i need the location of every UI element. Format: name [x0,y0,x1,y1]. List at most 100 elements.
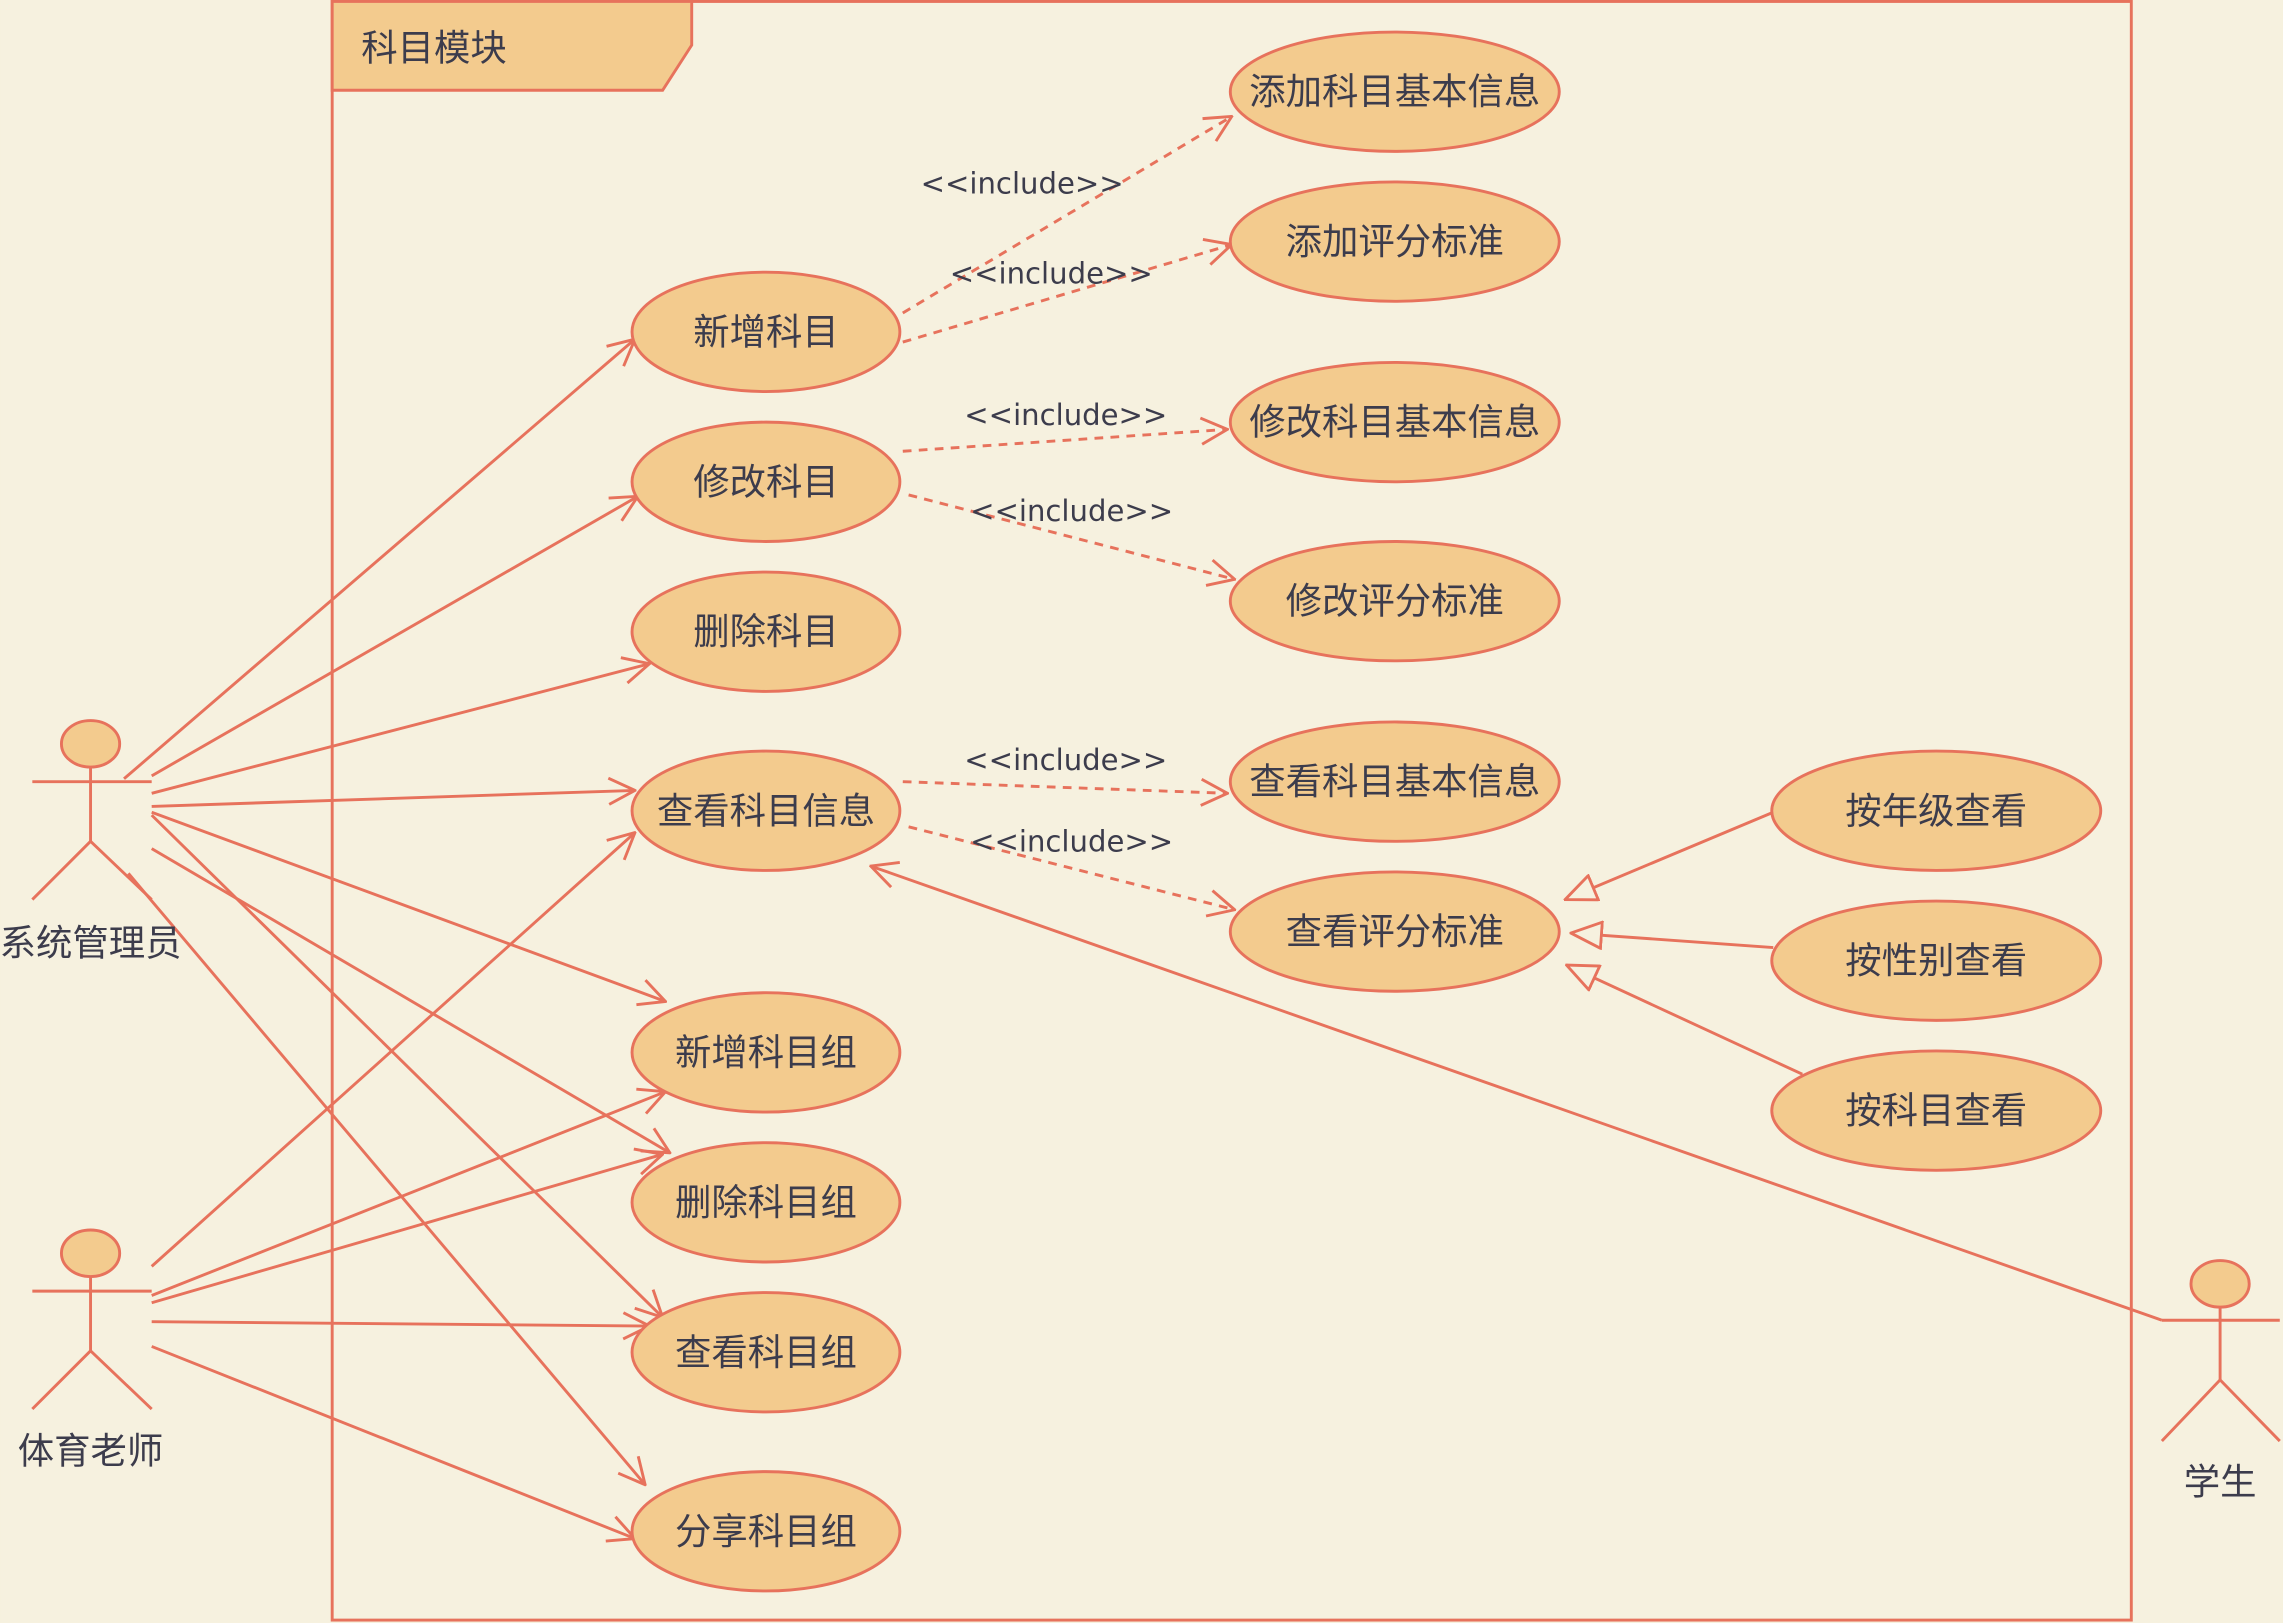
actor-name: 系统管理员 [0,922,181,965]
include-label: <<include>> [964,743,1167,777]
use-case-ellipse [630,749,902,872]
assoc-admin-add-subject [123,339,635,780]
use-case-ellipse [1228,720,1561,843]
use-case-add-scoring-standard: 添加评分标准 [1228,180,1561,303]
use-case-view-by-grade: 按年级查看 [1770,749,2103,872]
assoc-teacher-view-subject-group [151,1322,650,1326]
assoc-admin-delete-subject [151,664,650,795]
generalization-by-subject [1567,965,1803,1076]
actor-name: 学生 [2184,1460,2257,1503]
assoc-teacher-delete-subject-group [151,1154,663,1305]
actor-left-leg [2160,1378,2222,1443]
use-case-share-subject-group: 分享科目组 [630,1470,902,1593]
actor-right-leg [89,840,153,901]
use-case-ellipse [1228,180,1561,303]
actor-left-leg [31,1349,92,1411]
use-case-add-subject-group: 新增科目组 [630,991,902,1114]
use-case-label: 修改科目基本信息 [1249,401,1540,444]
actor-right-leg [2219,1378,2281,1443]
actor-head [2189,1259,2251,1309]
assoc-teacher-view-subject-info [150,833,635,1268]
assoc-admin-add-subject-group [151,810,666,1001]
assoc-student-view-subject-info [871,866,2163,1322]
actor-right-leg [89,1349,153,1411]
use-case-view-by-subject: 按科目查看 [1770,1049,2103,1172]
use-case-ellipse [630,420,902,543]
use-case-ellipse [1228,360,1561,484]
include-label: <<include>> [950,257,1153,291]
use-case-ellipse [1770,1049,2103,1172]
use-case-view-by-gender: 按性别查看 [1770,899,2103,1022]
use-case-label: 按性别查看 [1845,939,2027,982]
include-view-subject-basic-info [902,782,1228,794]
use-case-label: 删除科目 [693,610,839,653]
use-case-ellipse [630,570,902,693]
include-label: <<include>> [970,824,1173,858]
assoc-admin-share-subject-group [127,872,645,1484]
generalizations [1565,810,1803,1076]
use-case-label: 查看评分标准 [1286,910,1504,953]
use-case-view-scoring-standard: 查看评分标准 [1228,870,1561,993]
use-case-label: 删除科目组 [675,1181,857,1224]
system-boundary [330,0,2133,1622]
use-case-label: 修改评分标准 [1286,580,1504,623]
include-label: <<include>> [964,398,1167,432]
use-case-label: 添加评分标准 [1286,220,1504,263]
include-edit-subject-basic-info [902,429,1228,453]
use-case-edit-scoring-standard: 修改评分标准 [1228,540,1561,663]
generalization-by-grade [1565,810,1774,899]
use-case-edit-subject: 修改科目 [630,420,902,543]
use-case-ellipse [630,1291,902,1414]
actor-student: 学生 [2160,1259,2281,1503]
use-case-ellipse [1770,899,2103,1022]
use-case-ellipse [630,270,902,394]
actor-head [59,1228,122,1279]
use-case-ellipse [630,1141,902,1264]
use-case-label: 修改科目 [693,460,839,503]
actor-teacher: 体育老师 [18,1228,164,1473]
actor-head [59,719,122,769]
use-case-label: 按科目查看 [1845,1089,2027,1132]
use-case-view-basic-info: 查看科目基本信息 [1228,720,1561,843]
include-label: <<include>> [970,494,1173,528]
use-case-ellipse [1228,540,1561,663]
assoc-admin-edit-subject [150,496,638,778]
use-case-label: 新增科目 [693,310,839,353]
generalization-by-gender [1571,933,1774,948]
module-tab [330,0,694,92]
module-title: 科目模块 [361,27,507,70]
use-case-add-basic-info: 添加科目基本信息 [1228,30,1561,153]
use-case-label: 查看科目组 [675,1331,857,1374]
use-case-edit-basic-info: 修改科目基本信息 [1228,360,1561,484]
use-case-label: 查看科目基本信息 [1249,760,1540,803]
admin-associations [123,339,670,1485]
use-case-add-subject: 新增科目 [630,270,902,394]
use-case-label: 添加科目基本信息 [1249,70,1540,113]
use-case-view-subject-info: 查看科目信息 [630,749,902,872]
include-dependencies: <<include>> <<include>> <<include>> <<in… [902,116,1235,910]
teacher-associations [150,833,666,1539]
actor-name: 体育老师 [18,1430,164,1473]
use-case-view-subject-group: 查看科目组 [630,1291,902,1414]
include-view-subject-scoring-standard [908,825,1235,910]
use-case-label: 新增科目组 [675,1031,857,1074]
assoc-admin-view-subject-info [151,790,635,808]
use-case-ellipse [630,1470,902,1593]
include-label: <<include>> [921,166,1124,200]
use-case-label: 分享科目组 [675,1510,857,1553]
actor-admin: 系统管理员 [0,719,181,965]
assoc-admin-view-subject-group [150,814,663,1317]
use-case-ellipse [1228,30,1561,153]
use-case-delete-subject-group: 删除科目组 [630,1141,902,1264]
use-case-label: 查看科目信息 [657,789,875,832]
actor-left-leg [31,840,92,901]
use-case-ellipse [1228,870,1561,993]
assoc-teacher-share-subject-group [151,1345,635,1538]
use-case-ellipse [630,991,902,1114]
use-case-delete-subject: 删除科目 [630,570,902,693]
include-edit-subject-scoring-standard [908,493,1235,579]
assoc-teacher-add-subject-group [151,1092,666,1297]
use-case-label: 按年级查看 [1845,789,2027,832]
use-case-ellipse [1770,749,2103,872]
